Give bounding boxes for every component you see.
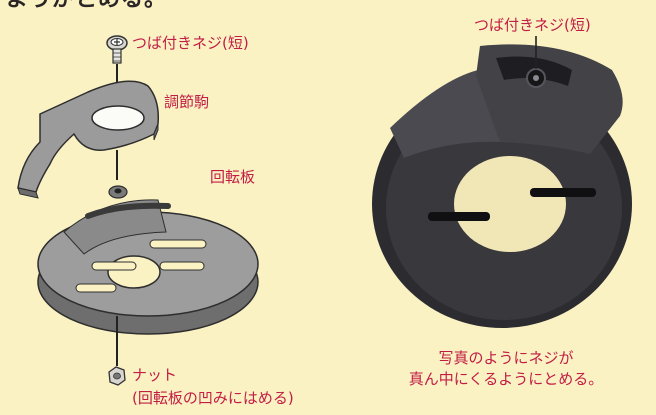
top-text-fragment: ようがとめる。 xyxy=(6,0,167,11)
nut-note: (回転板の凹みにはめる) xyxy=(132,389,294,407)
screw-label: つば付きネジ(短) xyxy=(132,34,249,52)
photo-caption: 写真のようにネジが 真ん中にくるようにとめる。 xyxy=(386,348,626,390)
adjusting-piece-label: 調節駒 xyxy=(164,93,210,111)
flange-screw-icon xyxy=(106,35,128,64)
photo-caption-line-2: 真ん中にくるようにとめる。 xyxy=(408,370,604,388)
nut-label: ナット xyxy=(132,366,178,384)
photo-screw-label: つば付きネジ(短) xyxy=(474,16,591,34)
assembled-part-photo xyxy=(372,44,632,328)
nut-icon xyxy=(108,366,126,386)
rotary-plate-label: 回転板 xyxy=(210,168,256,186)
photo-caption-line-1: 写真のようにネジが xyxy=(438,349,574,367)
adjusting-piece-shape xyxy=(17,80,160,199)
rotary-plate-shape xyxy=(37,185,259,335)
